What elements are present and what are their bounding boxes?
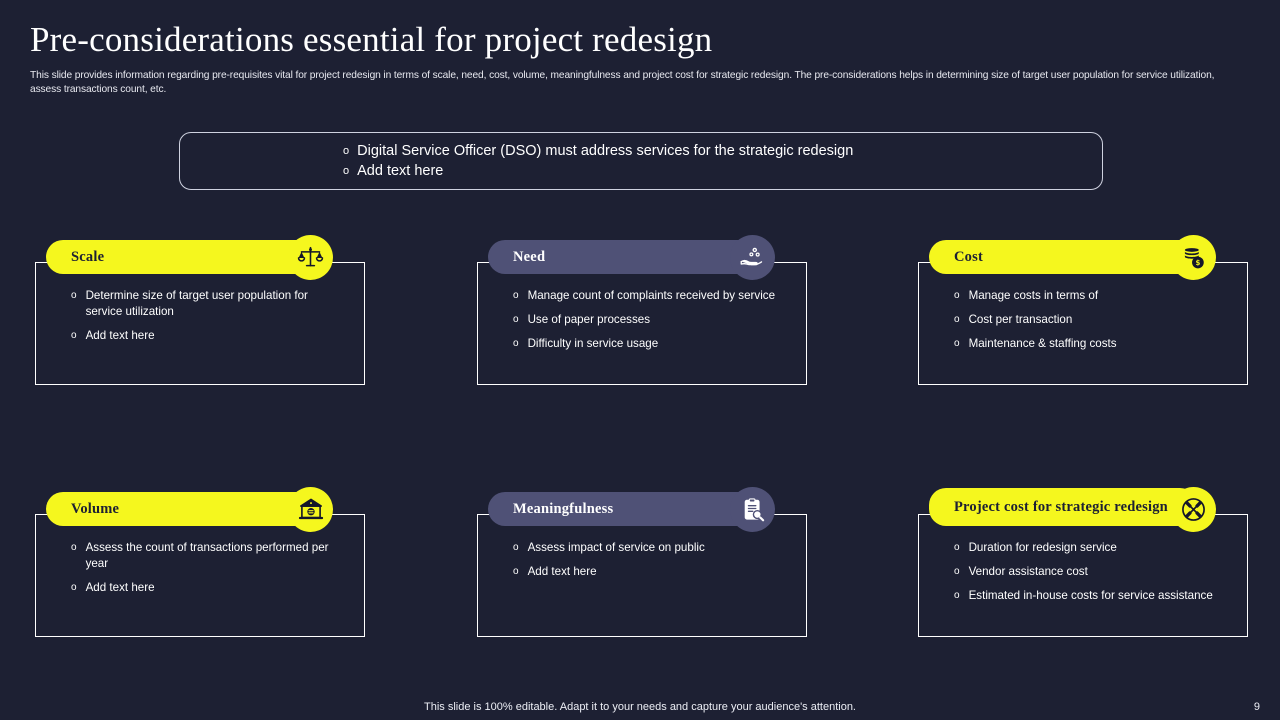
card-title: Meaningfulness	[513, 500, 614, 517]
circle-bullet-icon: o	[513, 314, 519, 325]
card-bullet-text: Use of paper processes	[527, 313, 651, 326]
card-title: Project cost for strategic redesign	[954, 498, 1168, 515]
card-bullet-list: o Duration for redesign service o Vendor…	[954, 540, 1229, 604]
list-item: o Digital Service Officer (DSO) must add…	[343, 142, 853, 160]
card-header-pill: Scale	[46, 240, 314, 274]
hand-gears-icon	[730, 235, 775, 280]
card-volume[interactable]: Volume o Assess the count of transaction…	[35, 487, 365, 637]
card-bullet-text: Add text here	[527, 565, 597, 578]
card-title: Cost	[954, 248, 983, 265]
list-item: o Determine size of target user populati…	[71, 288, 346, 320]
card-bullet-text: Add text here	[85, 329, 155, 342]
card-bullet-text: Duration for redesign service	[968, 541, 1117, 554]
card-bullet-text: Manage count of complaints received by s…	[527, 289, 776, 302]
card-bullet-list: o Assess the count of transactions perfo…	[71, 540, 346, 596]
clipboard-search-icon	[730, 487, 775, 532]
card-bullet-text: Estimated in-house costs for service ass…	[968, 589, 1213, 602]
card-title: Volume	[71, 500, 120, 517]
card-bullet-list: o Manage costs in terms of o Cost per tr…	[954, 288, 1229, 352]
footer-note: This slide is 100% editable. Adapt it to…	[424, 701, 856, 713]
circle-bullet-icon: o	[954, 566, 960, 577]
list-item: o Assess impact of service on public	[513, 540, 788, 556]
card-bullet-text: Manage costs in terms of	[968, 289, 1099, 302]
circle-bullet-icon: o	[954, 590, 960, 601]
top-callout-box: o Digital Service Officer (DSO) must add…	[179, 132, 1103, 190]
list-item: o Duration for redesign service	[954, 540, 1229, 556]
callout-bullet-list: o Digital Service Officer (DSO) must add…	[343, 142, 853, 180]
card-bullet-text: Maintenance & staffing costs	[968, 337, 1117, 350]
list-item: o Add text here	[71, 328, 346, 344]
card-header-pill: Volume	[46, 492, 314, 526]
card-bullet-text: Assess the count of transactions perform…	[85, 541, 329, 570]
card-bullet-list: o Manage count of complaints received by…	[513, 288, 788, 352]
circle-bullet-icon: o	[513, 290, 519, 301]
card-bullet-list: o Assess impact of service on public o A…	[513, 540, 788, 580]
slide-header: Pre-considerations essential for project…	[30, 20, 1260, 97]
list-item: o Cost per transaction	[954, 312, 1229, 328]
card-title: Scale	[71, 248, 105, 265]
circle-bullet-icon: o	[71, 290, 77, 301]
circle-bullet-icon: o	[513, 338, 519, 349]
circle-bullet-icon: o	[954, 542, 960, 553]
list-item: o Manage costs in terms of	[954, 288, 1229, 304]
card-cost[interactable]: Cost $ o Manage costs in terms of o Cost…	[918, 235, 1248, 385]
card-bullet-text: Determine size of target user population…	[85, 289, 308, 318]
card-header-pill: Need	[488, 240, 756, 274]
card-header-pill: Cost	[929, 240, 1197, 274]
page-number: 9	[1253, 701, 1260, 713]
circle-bullet-icon: o	[954, 290, 960, 301]
circle-bullet-icon: o	[954, 338, 960, 349]
circle-bullet-icon: o	[71, 330, 77, 341]
circle-bullet-icon: o	[343, 145, 350, 157]
list-item: o Maintenance & staffing costs	[954, 336, 1229, 352]
list-item: o Vendor assistance cost	[954, 564, 1229, 580]
card-bullet-text: Assess impact of service on public	[527, 541, 705, 554]
list-item: o Assess the count of transactions perfo…	[71, 540, 346, 572]
svg-text:$: $	[1195, 259, 1200, 267]
circle-bullet-icon: o	[343, 165, 350, 177]
circle-bullet-icon: o	[71, 582, 77, 593]
circle-bullet-icon: o	[513, 566, 519, 577]
callout-bullet-text: Add text here	[357, 163, 444, 179]
callout-bullet-text: Digital Service Officer (DSO) must addre…	[357, 143, 854, 159]
list-item: o Difficulty in service usage	[513, 336, 788, 352]
card-bullet-text: Add text here	[85, 581, 155, 594]
balance-scale-icon	[288, 235, 333, 280]
list-item: o Add text here	[343, 162, 853, 180]
bank-building-icon	[288, 487, 333, 532]
card-need[interactable]: Need o Manage count of complaints receiv…	[477, 235, 807, 385]
card-header-pill: Project cost for strategic redesign	[929, 488, 1197, 526]
card-meaningfulness[interactable]: Meaningfulness o Assess impact of servic…	[477, 487, 807, 637]
card-header-pill: Meaningfulness	[488, 492, 756, 526]
list-item: o Manage count of complaints received by…	[513, 288, 788, 304]
money-stack-icon: $	[1171, 235, 1216, 280]
card-scale[interactable]: Scale o Determine size of target user po…	[35, 235, 365, 385]
list-item: o Add text here	[71, 580, 346, 596]
circle-bullet-icon: o	[71, 542, 77, 553]
card-project-cost[interactable]: Project cost for strategic redesign o Du…	[918, 487, 1248, 637]
list-item: o Estimated in-house costs for service a…	[954, 588, 1229, 604]
circle-bullet-icon: o	[513, 542, 519, 553]
card-bullet-list: o Determine size of target user populati…	[71, 288, 346, 344]
card-bullet-text: Difficulty in service usage	[527, 337, 659, 350]
page-title: Pre-considerations essential for project…	[30, 20, 713, 59]
card-title: Need	[513, 248, 546, 265]
card-bullet-text: Vendor assistance cost	[968, 565, 1088, 578]
circle-bullet-icon: o	[954, 314, 960, 325]
list-item: o Use of paper processes	[513, 312, 788, 328]
card-bullet-text: Cost per transaction	[968, 313, 1073, 326]
crossed-tools-icon	[1171, 487, 1216, 532]
slide-subtitle: This slide provides information regardin…	[30, 70, 1215, 96]
list-item: o Add text here	[513, 564, 788, 580]
